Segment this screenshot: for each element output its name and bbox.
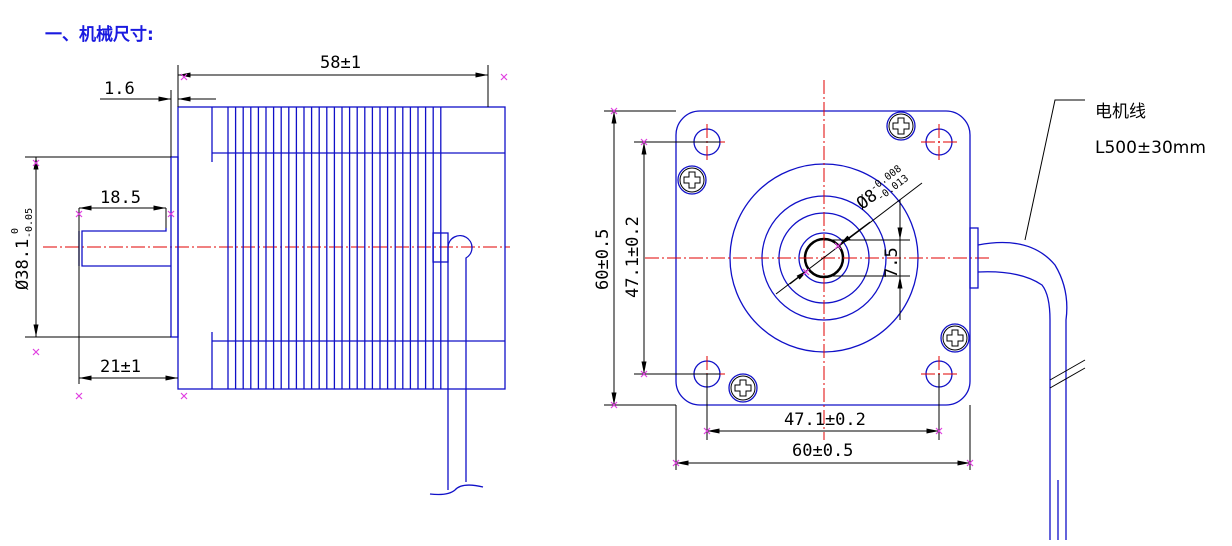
dim-width: 60±0.5 (792, 441, 853, 461)
dim-hole-spacing-h: 47.1±0.2 (784, 410, 866, 430)
screw-icon (888, 113, 914, 139)
dimension-marker (32, 159, 40, 167)
dimension-marker (610, 107, 618, 115)
dimension-marker (935, 427, 943, 435)
dim-flat: 7.5 (882, 247, 902, 278)
hole-centerline (921, 124, 957, 160)
dim-shaft-length: 18.5 (100, 188, 141, 208)
cable-length: L500±30mm (1095, 138, 1206, 158)
dimension-marker (966, 459, 974, 467)
dimension-marker (640, 370, 648, 378)
dimension-marker (640, 138, 648, 146)
dimension-marker (500, 73, 508, 81)
section-title: 一、机械尺寸: (45, 24, 154, 45)
dimension-marker (834, 242, 842, 250)
dimension-marker (75, 392, 83, 400)
side-view: 58±1 1.6 Ø38.1 0 -0.05 18.5 21±1 (10, 53, 510, 496)
dim-height: 60±0.5 (593, 229, 613, 290)
dimension-marker (180, 392, 188, 400)
dimension-marker (180, 73, 188, 81)
dim-flange-thickness: 1.6 (104, 79, 135, 99)
front-view: 电机线 L500±30mm 60±0.5 47.1±0.2 47.1±0.2 6… (593, 80, 1206, 540)
dim-hole-spacing-v: 47.1±0.2 (623, 216, 643, 298)
dimension-marker (802, 268, 810, 276)
dimension-marker (672, 459, 680, 467)
dim-shaft-to-flange: 21±1 (100, 357, 141, 377)
dim-pilot-tol-upper: 0 (10, 228, 21, 234)
dimension-marker (75, 210, 83, 218)
cable-label: 电机线 (1095, 102, 1146, 122)
screw-icon (679, 167, 705, 193)
dimension-marker (703, 427, 711, 435)
screw-icon (730, 375, 756, 401)
dimension-markers (32, 73, 974, 467)
dim-length: 58±1 (320, 53, 361, 73)
dimension-marker (32, 348, 40, 356)
dim-pilot-diameter: Ø38.1 (13, 239, 33, 290)
dimension-marker (610, 401, 618, 409)
dimension-marker (167, 210, 175, 218)
screw-icon (942, 325, 968, 351)
dim-pilot-tol-lower: -0.05 (24, 208, 35, 238)
